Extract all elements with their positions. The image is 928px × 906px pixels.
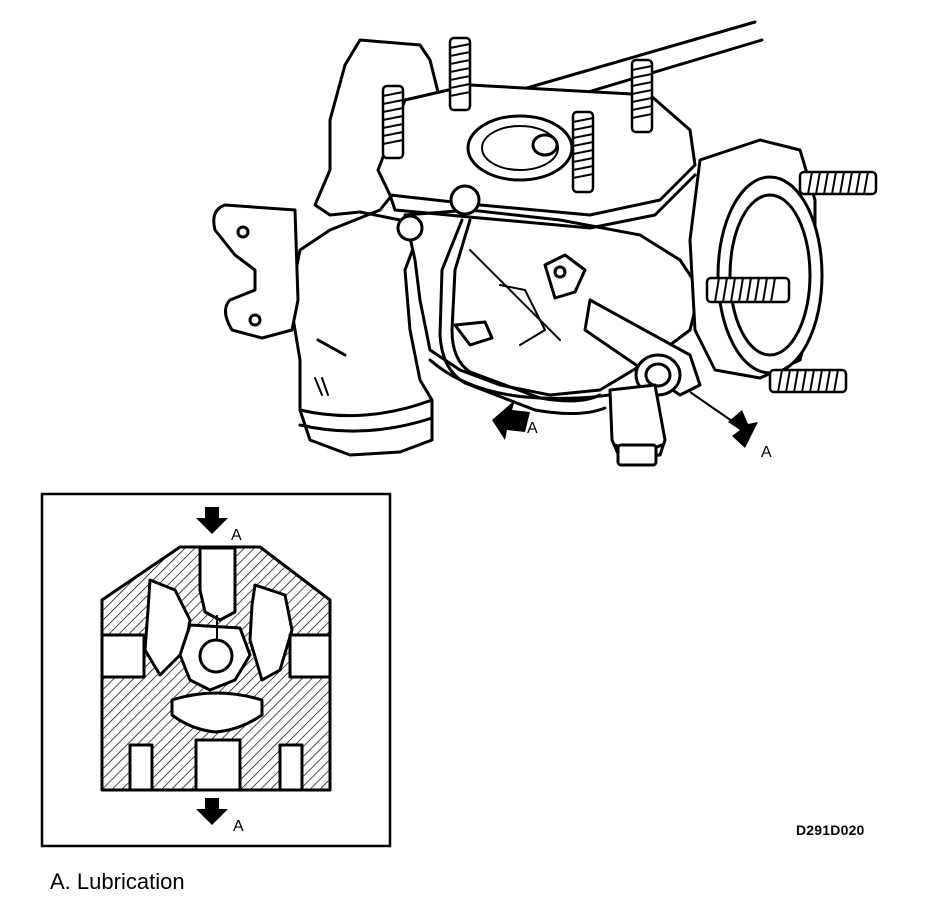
lubrication-arrow-icon <box>492 400 530 440</box>
oil-return-pipe <box>438 218 607 416</box>
callout-label: A <box>527 420 538 437</box>
legend-key: A. <box>50 869 71 894</box>
figure-id: D291D020 <box>796 822 865 838</box>
turbine-outlet <box>688 138 824 380</box>
stud-3 <box>630 58 654 134</box>
section-inset: A A <box>40 492 392 848</box>
callout-label: A <box>233 818 244 835</box>
mounting-bracket <box>212 203 300 340</box>
flange-studs <box>381 36 654 194</box>
lubrication-arrow-icon <box>196 798 228 825</box>
callout-label: A <box>761 444 772 461</box>
legend-text: Lubrication <box>76 869 185 894</box>
stud-2 <box>448 36 472 112</box>
wastegate-arm <box>543 253 702 397</box>
legend: A. Lubrication <box>50 869 185 895</box>
stud-6 <box>705 276 791 304</box>
stud-1 <box>381 84 405 160</box>
callout-label: A <box>231 527 242 544</box>
outlet-studs <box>705 170 878 394</box>
hatched-section <box>100 545 332 792</box>
drain-fitting <box>608 383 667 467</box>
stud-4 <box>571 110 595 194</box>
lubrication-arrow-icon <box>689 391 758 448</box>
bolt-head <box>396 214 424 242</box>
stud-7 <box>768 368 848 394</box>
lubrication-arrow-icon <box>196 507 228 534</box>
bolt-head <box>449 184 481 216</box>
stud-5 <box>798 170 878 196</box>
turbocharger-drawing <box>212 20 878 467</box>
turbine-flange <box>376 83 697 230</box>
